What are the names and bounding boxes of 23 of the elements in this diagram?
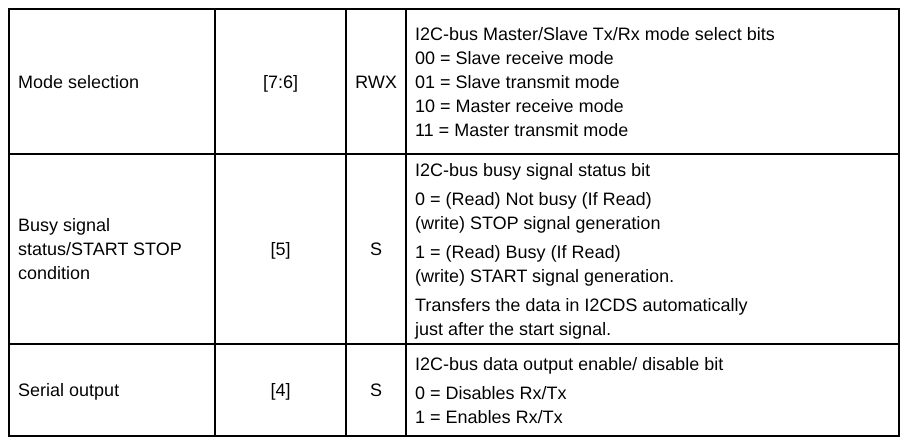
description-heading: I2C-bus data output enable/ disable bit	[415, 352, 724, 376]
description-text: (write) STOP signal generation	[415, 212, 660, 234]
access-type-text: S	[370, 379, 382, 402]
description-text: 1 = Enables Rx/Tx	[415, 406, 563, 428]
access-type-text: RWX	[355, 70, 397, 94]
description-text: 0 = Disables Rx/Tx	[415, 382, 567, 404]
description-text: (write) START signal generation.	[415, 264, 674, 288]
bit-range-text: [5]	[270, 238, 290, 261]
field-name-text: Busy signal status/START STOP condition	[18, 214, 182, 285]
field-name-text: Serial output	[18, 379, 120, 402]
description-text: 11 = Master transmit mode	[415, 118, 628, 142]
description-text: 0 = (Read) Not busy (If Read)	[415, 188, 652, 210]
description-heading: I2C-bus Master/Slave Tx/Rx mode select bits	[415, 22, 775, 46]
description-text: 00 = Slave receive mode	[415, 46, 614, 70]
description-text: 10 = Master receive mode	[415, 94, 624, 118]
bit-range-text: [4]	[270, 379, 290, 402]
access-type-text: S	[370, 238, 382, 261]
description-text: 01 = Slave transmit mode	[415, 70, 620, 94]
description-text: Transfers the data in I2CDS automatically just after the start signal.	[415, 294, 748, 340]
bit-range-text: [7:6]	[262, 70, 298, 94]
description-text: 1 = (Read) Busy (If Read)	[415, 240, 621, 264]
description-heading: I2C-bus busy signal status bit	[415, 158, 650, 182]
field-name-text: Mode selection	[18, 70, 140, 94]
